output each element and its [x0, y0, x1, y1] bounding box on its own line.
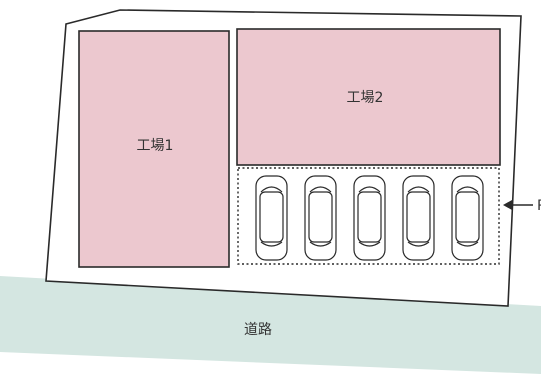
car-icon	[451, 175, 484, 261]
parking-area	[237, 167, 500, 265]
factory-1-label: 工場1	[137, 138, 174, 154]
factory-2	[236, 28, 501, 166]
parking-marker: P	[537, 198, 541, 214]
car-icon	[304, 175, 337, 261]
factory-2-label: 工場2	[347, 90, 384, 106]
parking-arrow-head	[503, 200, 512, 210]
road-label: 道路	[244, 322, 272, 338]
car-icon	[402, 175, 435, 261]
factory-1	[78, 30, 230, 268]
car-icon	[353, 175, 386, 261]
car-icon	[255, 175, 288, 261]
parked-cars	[255, 175, 484, 261]
